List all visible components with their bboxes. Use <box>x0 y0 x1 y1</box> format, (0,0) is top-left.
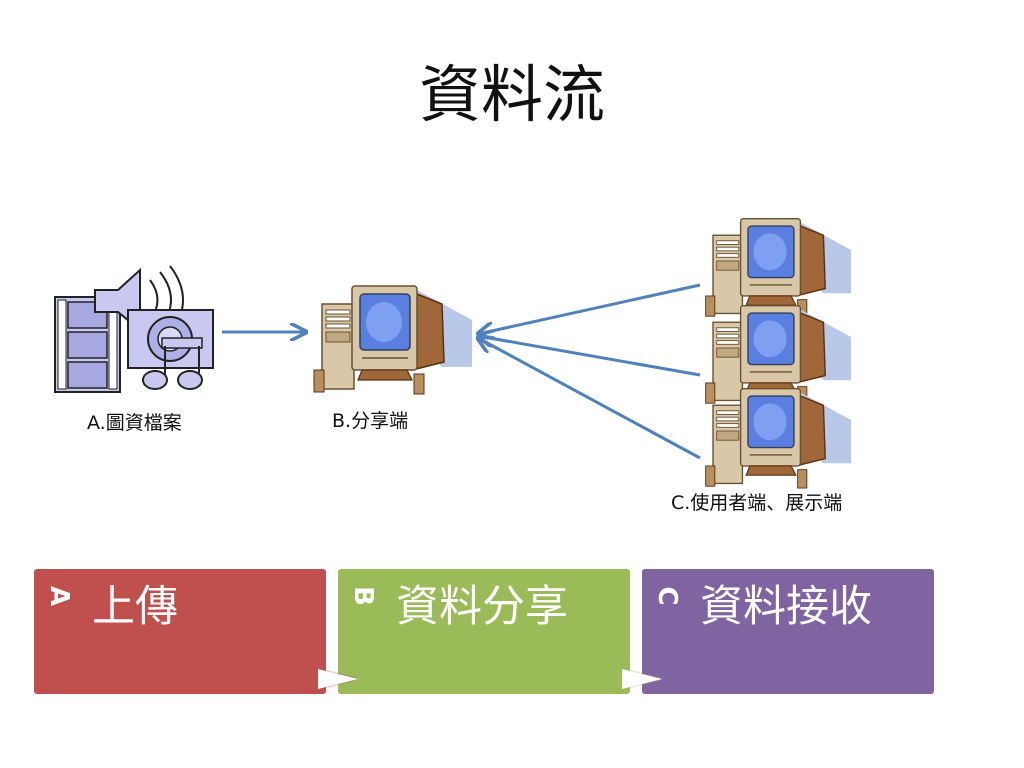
arrow-c2-to-b <box>478 336 701 377</box>
step-text: 資料接收 <box>700 582 872 632</box>
node-c-label: C.使用者端、展示端 <box>671 492 843 514</box>
step-letter: B <box>348 586 378 606</box>
step-text: 資料分享 <box>396 582 568 632</box>
step-letter: C <box>652 586 682 606</box>
multimedia-files-icon <box>54 265 214 393</box>
arrow-c3-to-b <box>478 338 701 460</box>
page-title: 資料流 <box>418 58 605 131</box>
node-b-label: B.分享端 <box>332 410 409 432</box>
step-letter: A <box>44 585 74 607</box>
process-step-share: B 資料分享 <box>338 569 630 694</box>
share-server-computer-icon <box>313 285 473 395</box>
music-notes-icon <box>142 337 203 390</box>
step-connector-arrow <box>622 669 662 689</box>
arrow-c1-to-b <box>478 283 701 334</box>
process-step-upload: A 上傳 <box>34 569 326 694</box>
process-step-receive: C 資料接收 <box>642 569 934 694</box>
step-connector-arrow <box>318 669 358 689</box>
client-computer-icon <box>704 387 852 489</box>
client-computer-icon <box>704 217 852 319</box>
node-a-label: A.圖資檔案 <box>87 412 182 434</box>
step-text: 上傳 <box>92 582 178 632</box>
